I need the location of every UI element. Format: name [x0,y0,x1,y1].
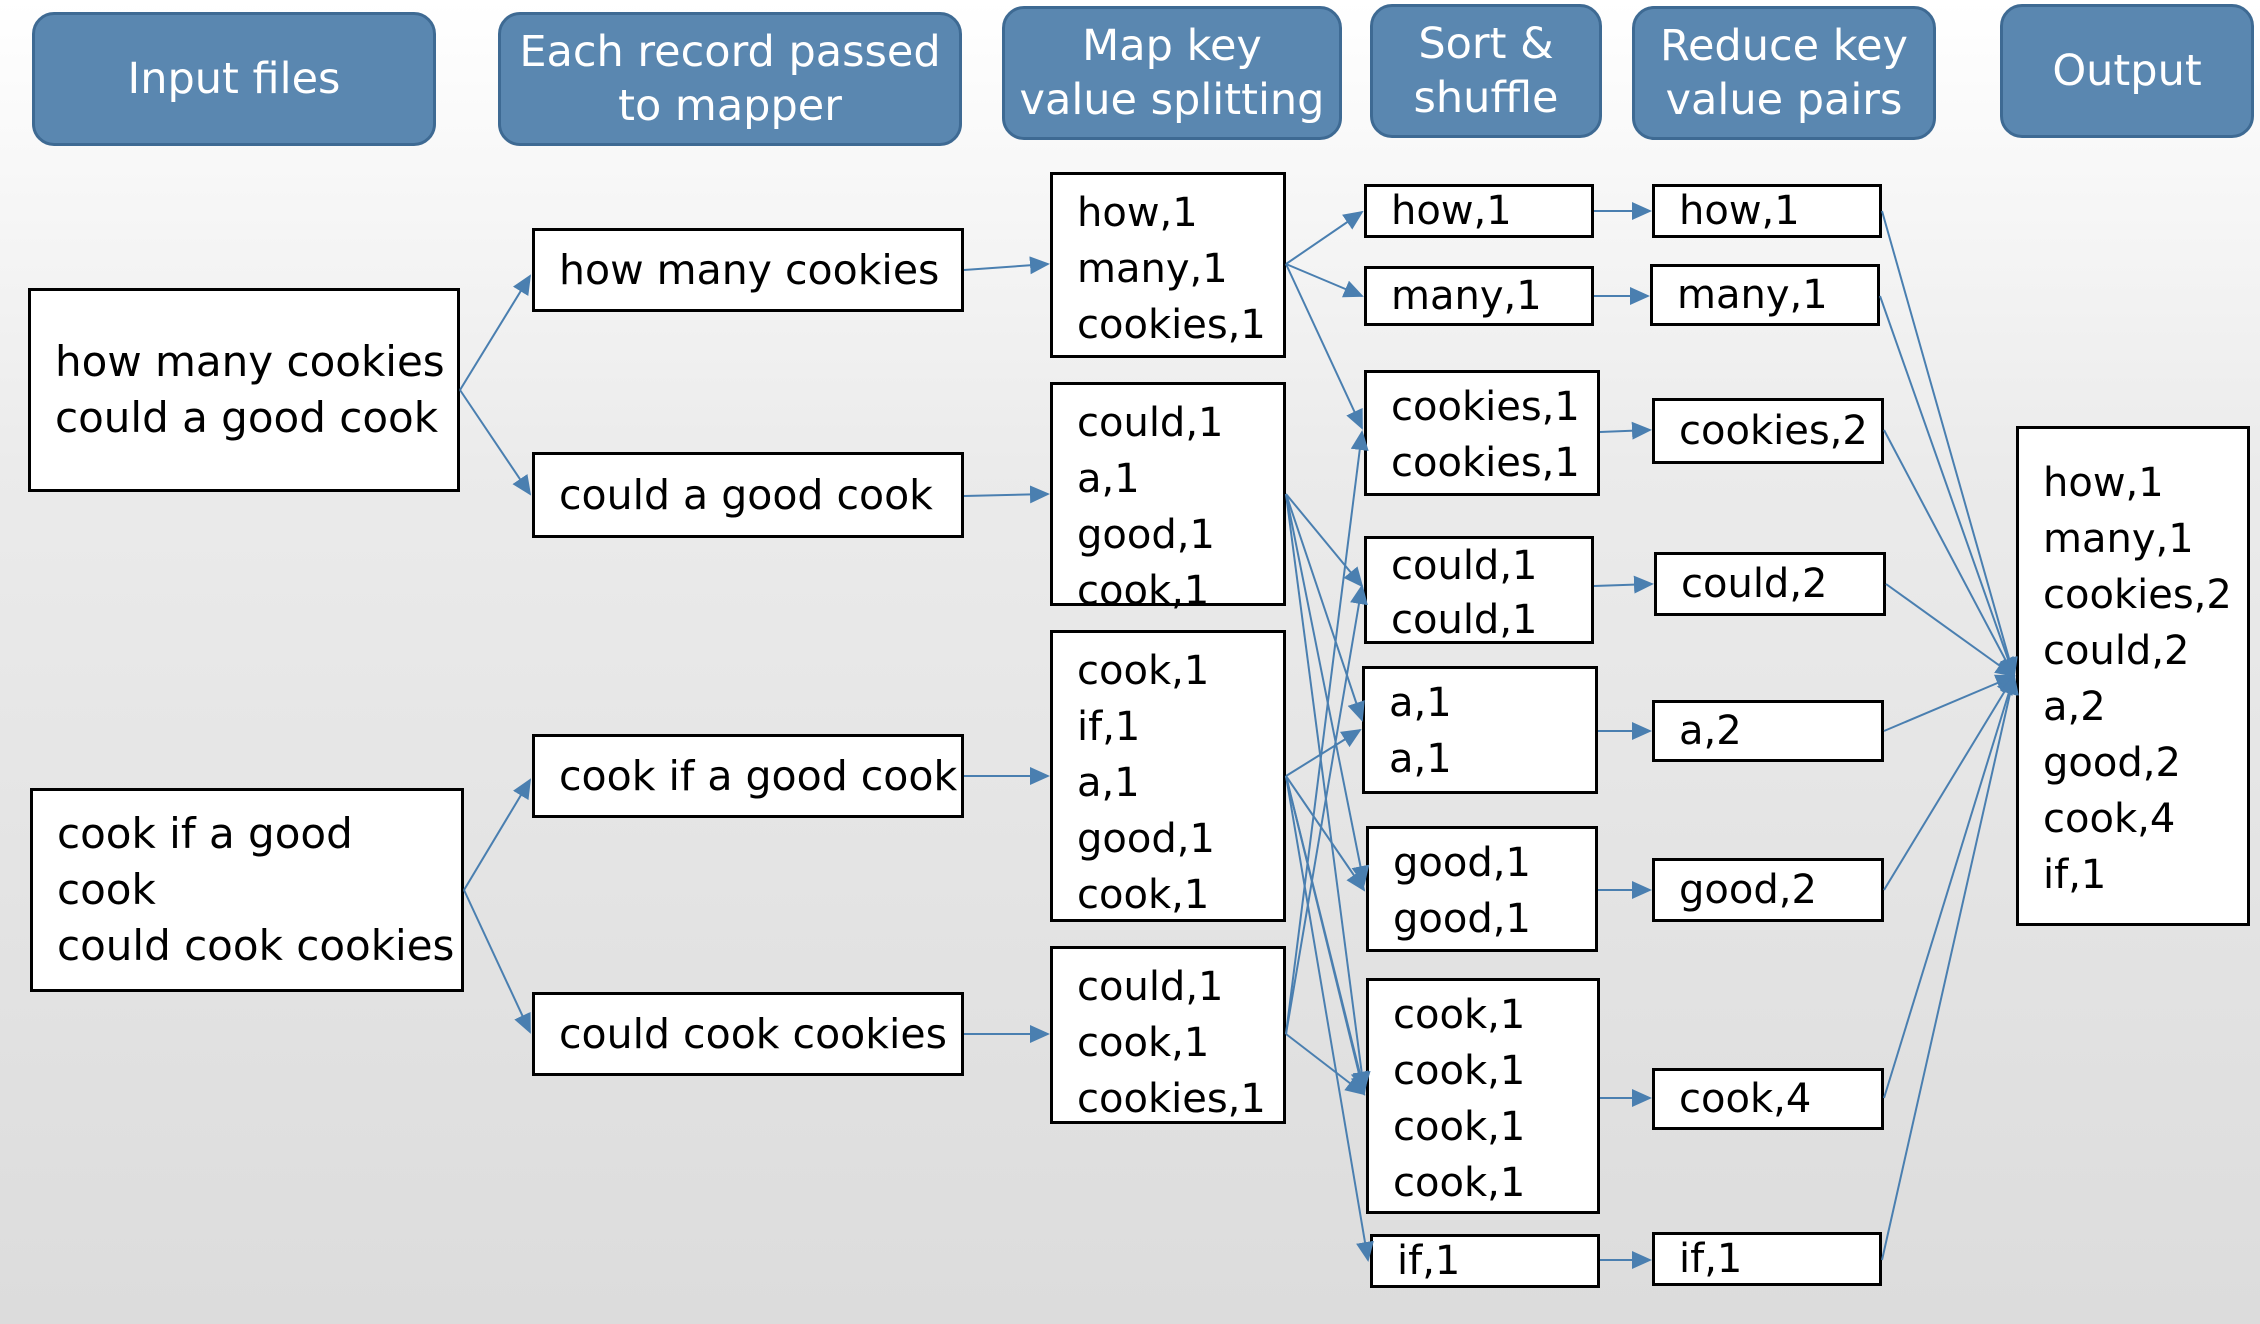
arrow-reduce-output-if [1881,674,2019,1261]
arrow-map1-many [1285,263,1364,298]
map-output-2: could,1 a,1 good,1 cook,1 [1050,382,1286,614]
arrow-input2-record3 [463,778,532,891]
record-4: could cook cookies [532,992,964,1076]
arrow-map2-cook [1285,493,1371,1092]
arrow-input2-record4 [463,889,531,1034]
input-file-2: cook if a good cook could cook cookies [30,788,464,992]
arrow-shuffle-reduce-cookies [1599,421,1652,440]
arrow-reduce-output-could [1885,583,2016,678]
reduce-if: if,1 [1652,1232,1882,1286]
header-input-files: Input files [32,12,436,146]
arrow-reduce-output-cook [1883,674,2018,1099]
output-box: how,1 many,1 cookies,2 could,2 a,2 good,… [2016,426,2250,926]
header-output: Output [2000,4,2254,138]
reduce-could: could,2 [1654,552,1886,616]
arrow-record1-map1 [963,256,1050,275]
map-output-1: how,1 many,1 cookies,1 [1050,172,1286,358]
arrow-map3-cook [1285,775,1369,1092]
arrow-input1-record2 [459,389,532,496]
reduce-how: how,1 [1652,184,1882,238]
reduce-cookies: cookies,2 [1652,398,1884,464]
reduce-many: many,1 [1650,264,1880,326]
reduce-good: good,2 [1652,858,1884,922]
arrow-reduce-output-a [1883,674,2016,732]
arrow-map2-a [1285,493,1365,722]
arrow-map2-could [1285,493,1364,588]
arrow-map4-could [1285,584,1368,1035]
shuffle-a: a,1 a,1 [1362,666,1598,794]
map-output-4: could,1 cook,1 cookies,1 [1050,946,1286,1124]
header-sort-shuffle: Sort & shuffle [1370,4,1602,138]
reduce-cook: cook,4 [1652,1068,1884,1130]
record-1: how many cookies [532,228,964,312]
arrow-reduce-output-how [1881,210,2018,678]
shuffle-how: how,1 [1364,184,1594,238]
shuffle-if: if,1 [1370,1234,1600,1288]
arrow-map1-how [1285,210,1364,265]
arrow-input1-record1 [459,274,532,391]
arrow-reduce-output-many [1879,295,2017,678]
reduce-a: a,2 [1652,700,1884,762]
arrow-map1-cookies [1285,263,1363,430]
arrow-map3-cook-2 [1285,775,1369,1096]
header-each-record: Each record passed to mapper [498,12,962,146]
input-file-1: how many cookies could a good cook [28,288,460,492]
arrow-shuffle-reduce-could [1593,575,1654,594]
arrow-record2-map2 [963,485,1050,504]
arrow-map2-good [1285,493,1370,886]
shuffle-many: many,1 [1364,266,1594,326]
header-reduce: Reduce key value pairs [1632,6,1936,140]
record-2: could a good cook [532,452,964,538]
arrow-map3-good [1285,775,1366,892]
arrow-map3-if [1285,775,1374,1262]
arrow-map4-cookies [1285,430,1369,1035]
shuffle-good: good,1 good,1 [1366,826,1598,952]
shuffle-could: could,1 could,1 [1364,536,1594,644]
shuffle-cookies: cookies,1 cookies,1 [1364,370,1600,496]
arrow-reduce-output-good [1883,674,2016,891]
shuffle-cook: cook,1 cook,1 cook,1 cook,1 [1366,978,1600,1214]
map-output-3: cook,1 if,1 a,1 good,1 cook,1 [1050,630,1286,922]
arrow-reduce-output-cookies [1883,429,2015,678]
arrow-map4-cook [1285,1033,1366,1096]
arrow-map3-a [1285,728,1362,777]
header-map-split: Map key value splitting [1002,6,1342,140]
record-3: cook if a good cook [532,734,964,818]
